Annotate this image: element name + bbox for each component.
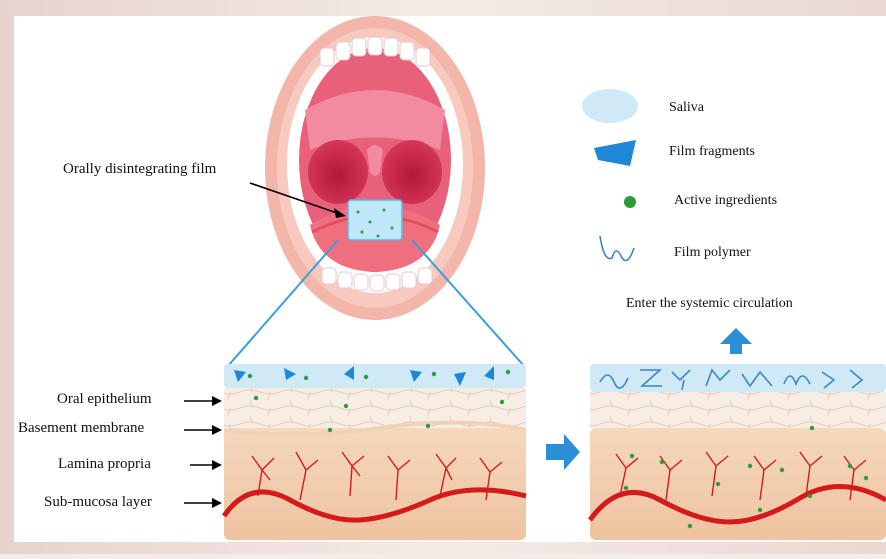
legend-active-ingredients: Active ingredients (674, 193, 777, 209)
circulation-label: Enter the systemic circulation (626, 296, 793, 312)
legend-film-fragments: Film fragments (669, 144, 755, 160)
saliva-layer-after (590, 364, 886, 392)
lamina-layer (224, 428, 526, 540)
tissue-panel-after (590, 364, 886, 540)
saliva-layer (224, 364, 526, 388)
legend-saliva-icon (582, 89, 638, 123)
legend-saliva: Saliva (669, 100, 704, 116)
callout-label: Orally disintegrating film (63, 161, 216, 178)
left-tonsil (308, 140, 368, 204)
epithelium-layer-after (590, 392, 886, 428)
mouth-illustration (265, 16, 485, 320)
layer-label-lamina-propria: Lamina propria (58, 456, 151, 473)
tissue-panel-before (224, 364, 526, 540)
right-tonsil (382, 140, 442, 204)
layer-label-sub-mucosa: Sub-mucosa layer (44, 494, 152, 511)
legend-active-icon (624, 196, 636, 208)
layer-label-basement-membrane: Basement membrane (18, 420, 144, 437)
legend-film-polymer: Film polymer (674, 245, 751, 261)
film-on-tongue (348, 200, 402, 240)
layer-label-oral-epithelium: Oral epithelium (57, 391, 152, 408)
